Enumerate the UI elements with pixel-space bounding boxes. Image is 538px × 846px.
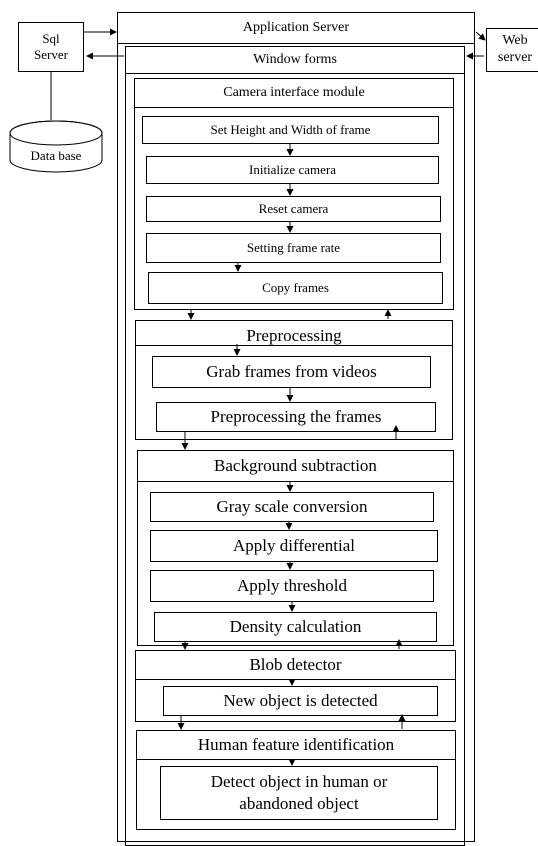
sql-server-label: Sql Server <box>34 31 68 62</box>
background-step-differential: Apply differential <box>150 530 438 562</box>
camera-module-title: Camera interface module <box>134 78 454 108</box>
human-step-detect: Detect object in human or abandoned obje… <box>160 766 438 820</box>
application-server-header: Application Server <box>117 12 475 44</box>
camera-step-frame-rate: Setting frame rate <box>146 233 441 263</box>
web-server-label: Web server <box>497 33 533 65</box>
human-step-detect-label: Detect object in human or abandoned obje… <box>210 771 388 813</box>
background-title: Background subtraction <box>137 450 454 482</box>
preprocessing-step-frames: Preprocessing the frames <box>156 402 436 432</box>
database-label: Data base <box>30 148 82 163</box>
camera-step-reset: Reset camera <box>146 196 441 222</box>
camera-step-initialize: Initialize camera <box>146 156 439 184</box>
human-title: Human feature identification <box>136 730 456 760</box>
background-step-density: Density calculation <box>154 612 437 642</box>
camera-step-copy-frames: Copy frames <box>148 272 443 304</box>
camera-step-set-size: Set Height and Width of frame <box>142 116 439 144</box>
blob-title: Blob detector <box>135 650 456 680</box>
background-step-threshold: Apply threshold <box>150 570 434 602</box>
web-server-box: Web server <box>486 28 538 72</box>
window-forms-header: Window forms <box>125 46 465 74</box>
preprocessing-title: Preprocessing <box>135 320 453 346</box>
background-step-gray: Gray scale conversion <box>150 492 434 522</box>
preprocessing-step-grab: Grab frames from videos <box>152 356 431 388</box>
sql-server-box: Sql Server <box>18 22 84 72</box>
blob-step-new-object: New object is detected <box>163 686 438 716</box>
